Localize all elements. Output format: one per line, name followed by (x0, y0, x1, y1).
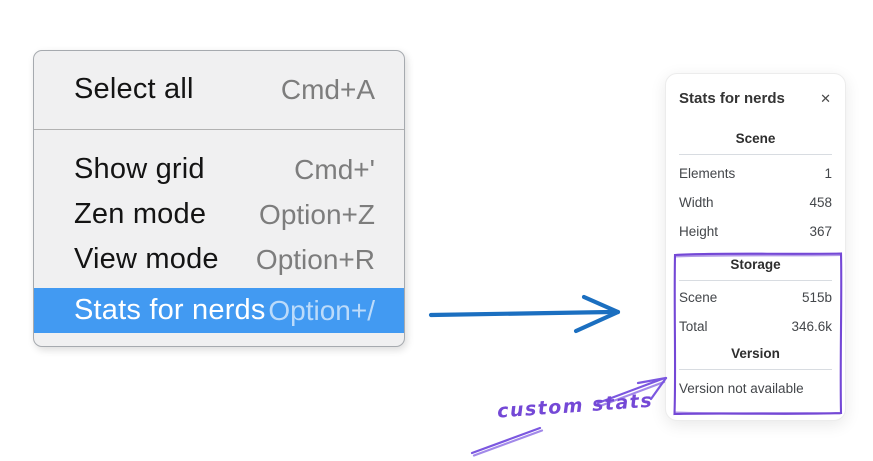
menu-item-select-all[interactable]: Select all Cmd+A (34, 67, 404, 112)
menu-item-view-mode[interactable]: View mode Option+R (34, 237, 404, 282)
stat-label: Height (679, 224, 719, 239)
menu-item-shortcut: Option+/ (268, 294, 375, 326)
stat-label: Total (679, 319, 708, 334)
stat-value: 458 (809, 195, 832, 210)
version-note: Version not available (679, 381, 804, 396)
menu-section-bottom: Show grid Cmd+' Zen mode Option+Z View m… (34, 130, 404, 333)
menu-item-label: Zen mode (74, 198, 207, 230)
stats-panel: Stats for nerds ✕ Scene Elements 1 Width… (665, 73, 846, 421)
stat-row-total-storage: Total 346.6k (666, 312, 845, 341)
section-title-scene: Scene (735, 131, 776, 146)
section-divider (679, 280, 832, 281)
annotation-text: custom stats (496, 389, 654, 423)
stats-panel-title: Stats for nerds (679, 90, 785, 107)
close-icon[interactable]: ✕ (820, 91, 831, 106)
stat-row-scene-storage: Scene 515b (666, 283, 845, 312)
stat-label: Scene (679, 290, 718, 305)
menu-item-shortcut: Cmd+' (294, 153, 375, 185)
menu-item-shortcut: Cmd+A (280, 73, 375, 105)
stat-label: Elements (679, 166, 736, 181)
section-divider (679, 369, 832, 370)
stat-value: 367 (809, 224, 832, 239)
menu-item-shortcut: Option+Z (259, 198, 375, 230)
menu-section-top: Select all Cmd+A (34, 51, 404, 112)
stat-row-elements: Elements 1 (666, 159, 845, 188)
section-title-version: Version (731, 346, 780, 361)
menu-item-shortcut: Option+R (255, 243, 375, 275)
menu-item-label: Stats for nerds (74, 294, 266, 326)
menu-divider (34, 129, 404, 130)
section-title-storage: Storage (730, 257, 781, 272)
menu-item-show-grid[interactable]: Show grid Cmd+' (34, 147, 404, 192)
menu-item-label: View mode (74, 243, 219, 275)
section-divider (679, 154, 832, 155)
stat-row-height: Height 367 (666, 217, 845, 246)
stats-panel-header: Stats for nerds ✕ (666, 74, 845, 107)
context-menu: Select all Cmd+A Show grid Cmd+' Zen mod… (33, 50, 405, 347)
stat-row-width: Width 458 (666, 188, 845, 217)
stat-value: 346.6k (791, 319, 832, 334)
arrow-right-icon (428, 294, 621, 334)
stat-value: 515b (801, 290, 832, 305)
stat-label: Width (679, 195, 714, 210)
menu-item-zen-mode[interactable]: Zen mode Option+Z (34, 192, 404, 237)
menu-item-label: Show grid (74, 153, 205, 185)
menu-item-stats-for-nerds[interactable]: Stats for nerds Option+/ (34, 288, 404, 333)
menu-item-label: Select all (74, 73, 194, 105)
stat-value: 1 (824, 166, 832, 181)
